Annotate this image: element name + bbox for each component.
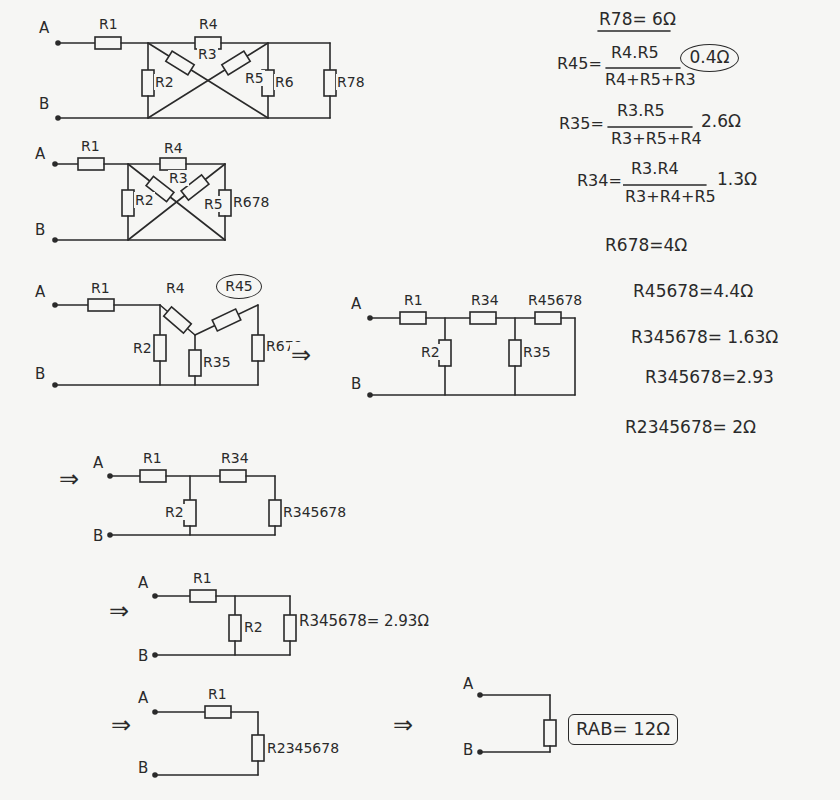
resistor-label: R2 <box>134 192 155 208</box>
terminal-label: B <box>137 648 149 665</box>
resistor-label: R78 <box>336 74 366 90</box>
resistor-label: R35 <box>202 354 232 370</box>
resistor-label: R678 <box>232 194 270 210</box>
resistor-label: R4 <box>198 16 219 32</box>
resistor-label: R3 <box>168 170 189 186</box>
resistor-label: R2 <box>164 504 185 520</box>
terminal-label: B <box>34 222 46 239</box>
resistor-label: R35 <box>522 344 552 360</box>
reduction-arrow: ⇒ <box>110 712 132 740</box>
node-text: 0.4Ω <box>689 48 729 68</box>
resistor-label: R1 <box>90 280 111 296</box>
resistor-label: R345678 <box>282 504 347 520</box>
terminal-label: A <box>137 575 149 592</box>
resistor-label: R2345678 <box>266 740 340 756</box>
reduction-arrow: ⇒ <box>108 598 130 626</box>
resistor-label: R2 <box>132 340 153 356</box>
formula-text: R345678= 1.63Ω <box>630 328 779 348</box>
resistor-label: R34 <box>470 292 500 308</box>
resistor-label: R1 <box>80 138 101 154</box>
resistor-label: R2 <box>420 344 441 360</box>
terminal-label: A <box>92 455 104 472</box>
terminal-label: B <box>92 528 104 545</box>
circled-value: R45 <box>216 274 262 299</box>
formula-text: R4+R5+R3 <box>604 71 697 89</box>
resistor-label: R34 <box>220 450 250 466</box>
resistor-label: R1 <box>207 686 228 702</box>
node-text: R45 <box>225 278 253 294</box>
terminal-label: A <box>38 20 50 37</box>
terminal-label: B <box>462 742 474 759</box>
terminal-label: B <box>350 376 362 393</box>
circled-value: 0.4Ω <box>680 44 739 72</box>
result-box: RAB= 12Ω <box>568 714 678 745</box>
resistor-label: R2 <box>243 619 264 635</box>
reduction-arrow: ⇒ <box>290 342 312 370</box>
terminal-label: A <box>34 146 46 163</box>
terminal-label: B <box>34 366 46 383</box>
terminal-label: A <box>137 690 149 707</box>
resistor-label: R1 <box>403 292 424 308</box>
formula-text: R78= 6Ω <box>598 10 677 30</box>
terminal-label: A <box>462 676 474 693</box>
resistor-label: R3 <box>197 46 218 62</box>
resistor-label: R4 <box>165 280 186 296</box>
formula-text: R345678= 2.93Ω <box>298 613 430 630</box>
formula-text: 2.6Ω <box>700 112 742 132</box>
terminal-label: B <box>137 760 149 777</box>
formula-text: R3+R5+R4 <box>610 130 703 148</box>
formula-text: R45678=4.4Ω <box>632 282 754 302</box>
resistor-label: R6 <box>274 74 295 90</box>
formula-text: R45= <box>556 55 603 73</box>
reduction-arrow: ⇒ <box>392 712 414 740</box>
formula-text: R678=4Ω <box>604 236 688 256</box>
resistor-label: R4 <box>163 140 184 156</box>
formula-text: R3.R5 <box>616 102 666 120</box>
formula-text: 1.3Ω <box>716 170 758 190</box>
formula-text: R4.R5 <box>610 44 660 62</box>
formula-text: R345678=2.93 <box>644 368 775 388</box>
formula-text: R35= <box>558 115 605 133</box>
formula-text: R34= <box>576 172 623 190</box>
resistor-label: R1 <box>142 450 163 466</box>
terminal-label: B <box>38 96 50 113</box>
terminal-label: A <box>34 284 46 301</box>
formula-text: R3.R4 <box>630 160 680 178</box>
node-text: RAB= 12Ω <box>576 719 670 740</box>
resistor-label: R1 <box>98 16 119 32</box>
formula-text: R2345678= 2Ω <box>624 418 757 438</box>
resistor-label: R5 <box>244 70 265 86</box>
resistor-label: R45678 <box>527 292 583 308</box>
resistor-label: R5 <box>203 196 224 212</box>
reduction-arrow: ⇒ <box>58 466 80 494</box>
formula-text: R3+R4+R5 <box>624 188 717 206</box>
resistor-label: R2 <box>154 74 175 90</box>
terminal-label: A <box>350 296 362 313</box>
resistor-label: R1 <box>192 570 213 586</box>
